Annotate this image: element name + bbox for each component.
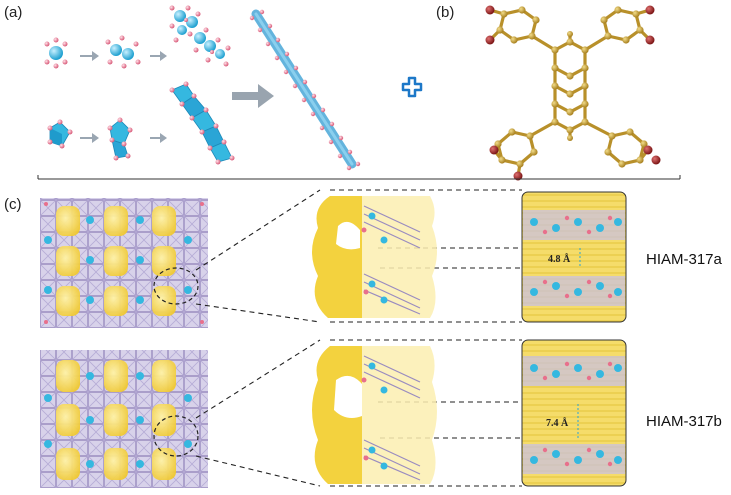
dimer-cluster: [105, 35, 141, 69]
arrow-icon: [80, 51, 99, 61]
structure-name-a: HIAM-317a: [646, 251, 723, 268]
panel-c-label: (c): [4, 196, 22, 213]
ligand-atoms: [485, 5, 661, 181]
pore-surface-a: [312, 196, 437, 318]
monomer-cluster: [44, 37, 68, 69]
spacing-label-b: 7.4 Å: [546, 417, 569, 429]
inset-b: [521, 339, 627, 487]
zoom-lines-b: [195, 339, 522, 487]
inset-a: [521, 191, 627, 323]
arrow-icon: [150, 51, 167, 61]
zoom-lines-a: [195, 189, 522, 323]
plus-icon: [401, 76, 423, 98]
cluster-aggregate: [169, 5, 231, 67]
arrow-icon: [150, 133, 167, 143]
panel-a-label: (a): [4, 4, 23, 21]
polyhedron-monomer: [47, 119, 73, 149]
panel-a: [44, 5, 423, 171]
spacing-label-a: 4.8 Å: [548, 253, 571, 265]
structure-name-b: HIAM-317b: [646, 413, 722, 430]
framework-a-lattice: [40, 198, 208, 328]
arrow-icon: [80, 133, 99, 143]
big-arrow-icon: [232, 84, 274, 108]
infinite-chain: [249, 9, 361, 171]
separator-bracket: [37, 175, 681, 180]
polyhedron-chain-segment: [169, 81, 235, 165]
framework-b-lattice: [40, 350, 208, 488]
polyhedron-dimer: [107, 117, 133, 161]
pore-surface-b: [312, 346, 437, 484]
panel-b-label: (b): [436, 4, 455, 21]
